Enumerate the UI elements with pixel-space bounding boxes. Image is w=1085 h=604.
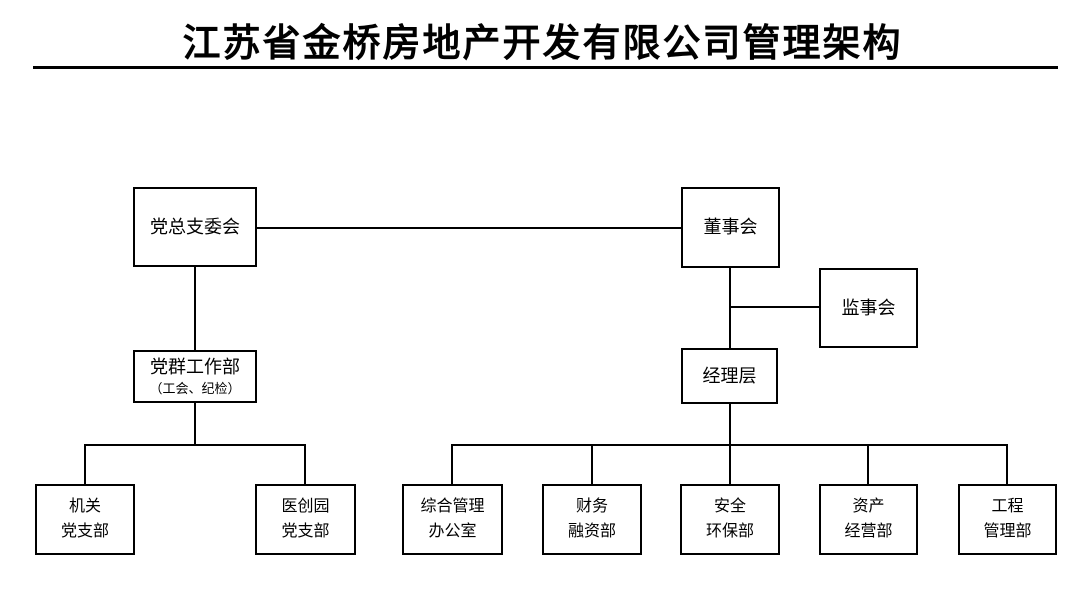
page-title: 江苏省金桥房地产开发有限公司管理架构 [182,23,903,65]
node-yichuangyuan-party-branch: 医创园 党支部 [255,484,356,555]
node-board: 董事会 [681,187,780,268]
connector-board-supervisoryboard [730,306,819,308]
node-label: 办公室 [428,522,477,540]
node-label: 党支部 [281,522,330,540]
node-general-management-office: 综合管理 办公室 [402,484,503,555]
node-asset-operation-dept: 资产 经营部 [819,484,918,555]
connector-drop-yichuangyuanpartybranch [304,444,306,484]
connector-drop-financefinancingdept [591,444,593,484]
connector-drop-generalmanagementoffice [451,444,453,484]
node-label: 机关 [68,497,101,515]
node-label: 党总支委会 [150,216,240,237]
node-label: 工程 [991,497,1024,515]
connector-partycommittee-partyworkdept [194,267,196,350]
connector-drop-agencypartybranch [84,444,86,484]
node-label: 监事会 [841,297,896,318]
title-double-rule [33,66,1058,69]
connector-partycommittee-board [257,227,681,229]
connector-board-managementlayer [729,268,731,348]
node-label: 经理层 [702,365,757,386]
node-label: 融资部 [567,522,616,540]
node-label: 医创园 [281,497,330,515]
connector-drop-assetoperationdept [867,444,869,484]
node-management-layer: 经理层 [681,348,778,404]
node-label: 经营部 [844,522,893,540]
node-finance-financing-dept: 财务 融资部 [542,484,642,555]
node-label: 综合管理 [420,497,485,515]
node-label: 安全 [713,497,746,515]
connector-partyworkdept-rail [84,444,306,446]
node-label: 党群工作部 [150,357,240,378]
node-label: 资产 [852,497,885,515]
node-supervisory-board: 监事会 [819,268,918,348]
node-safety-environment-dept: 安全 环保部 [680,484,780,555]
node-label: 董事会 [703,217,758,238]
node-sublabel: （工会、纪检） [149,380,241,396]
node-party-work-dept: 党群工作部 （工会、纪检） [133,350,257,403]
connector-managementlayer-rail [451,444,1008,446]
connector-drop-engineeringmanagementdept [1006,444,1008,484]
node-agency-party-branch: 机关 党支部 [35,484,135,555]
node-engineering-management-dept: 工程 管理部 [958,484,1057,555]
connector-partyworkdept-stem [194,403,196,446]
node-label: 党支部 [60,522,109,540]
node-label: 管理部 [983,522,1032,540]
node-party-committee: 党总支委会 [133,187,257,267]
node-label: 财务 [575,497,608,515]
node-label: 环保部 [705,522,754,540]
